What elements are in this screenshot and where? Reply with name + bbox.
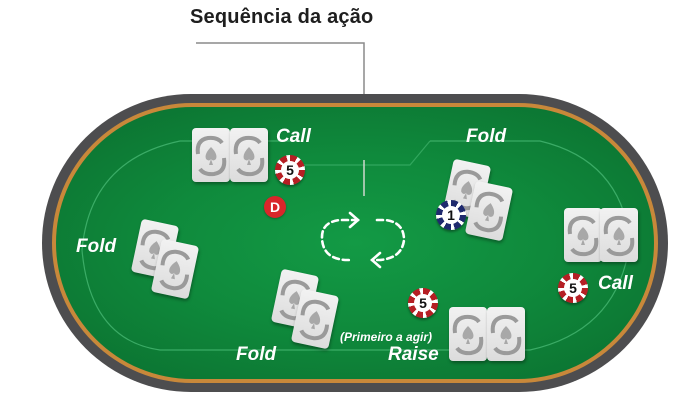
chip-value: 1 <box>442 206 460 224</box>
spade-logo-icon <box>233 135 265 177</box>
player-right-action: Call <box>598 273 633 294</box>
chip-red: 5 <box>558 273 588 303</box>
card-back <box>564 208 602 262</box>
spade-logo-icon <box>452 314 484 356</box>
chip-red: 5 <box>408 288 438 318</box>
card-back <box>230 128 268 182</box>
player-top-right-action: Fold <box>466 126 507 147</box>
spade-logo-icon <box>567 215 599 257</box>
card-back <box>600 208 638 262</box>
chip-red: 5 <box>275 155 305 185</box>
spade-logo-icon <box>490 314 522 356</box>
chip-value: 5 <box>564 279 582 297</box>
clockwise-cycle-arrows-icon <box>320 218 406 262</box>
player-top-left-action: Call <box>276 126 311 147</box>
chip-value: 5 <box>281 161 299 179</box>
first-to-act-note: (Primeiro a agir) <box>340 330 433 344</box>
diagram-title: Sequência da ação <box>190 6 374 28</box>
player-bottom-right-action: Raise <box>388 344 439 365</box>
spade-logo-icon <box>603 215 635 257</box>
card-back <box>192 128 230 182</box>
player-left-action: Fold <box>76 236 117 257</box>
chip-blue: 1 <box>436 200 466 230</box>
chip-value: 5 <box>414 294 432 312</box>
spade-logo-icon <box>195 135 227 177</box>
player-bottom-left-action: Fold <box>236 344 277 365</box>
card-back <box>487 307 525 361</box>
dealer-button: D <box>264 196 286 218</box>
card-back <box>449 307 487 361</box>
